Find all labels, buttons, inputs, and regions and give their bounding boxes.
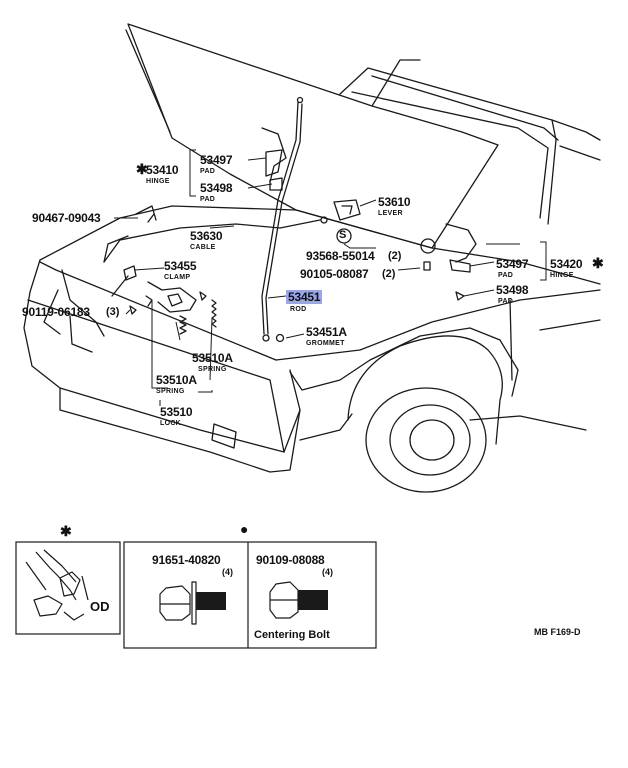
part-qty-91651-40820: (4) xyxy=(222,567,233,577)
figure-code: MB F169-D xyxy=(534,627,581,637)
part-number-53510A-upper[interactable]: 53510A xyxy=(192,351,233,365)
part-number-90119-06183[interactable]: 90119-06183 xyxy=(22,305,90,319)
part-number-53451A[interactable]: 53451A xyxy=(306,325,347,339)
part-number-53630[interactable]: 53630 xyxy=(190,229,223,243)
part-number-53455[interactable]: 53455 xyxy=(164,259,197,273)
part-name-pad-left-mid: PAD xyxy=(200,196,216,203)
part-number-53510A-lower[interactable]: 53510A xyxy=(156,373,197,387)
centering-bolt-caption: Centering Bolt xyxy=(254,629,330,641)
part-number-53497-left[interactable]: 53497 xyxy=(200,153,233,167)
part-name-hinge-left: HINGE xyxy=(146,178,170,185)
part-name-hinge-right: HINGE xyxy=(550,272,574,279)
part-name-lever: LEVER xyxy=(378,210,403,217)
asterisk-detail-mark: ✱ xyxy=(60,523,72,539)
od-label: OD xyxy=(90,599,110,614)
part-number-53610[interactable]: 53610 xyxy=(378,195,411,209)
part-qty-90119-06183: (3) xyxy=(106,306,120,318)
part-name-cable: CABLE xyxy=(190,244,216,251)
part-qty-90109-08088: (4) xyxy=(322,567,333,577)
part-qty-93568-55014: (2) xyxy=(388,250,402,262)
part-name-rod: ROD xyxy=(290,306,307,313)
part-name-spring-lower: SPRING xyxy=(156,388,185,395)
part-name-pad-left-top: PAD xyxy=(200,168,216,175)
part-name-lock: LOCK xyxy=(160,420,182,427)
part-number-53420[interactable]: 53420 xyxy=(550,257,583,271)
hinge-asterisk-right: ✱ xyxy=(592,255,604,271)
part-name-pad-right-top: PAD xyxy=(498,272,514,279)
part-name-clamp: CLAMP xyxy=(164,274,191,281)
part-number-53510[interactable]: 53510 xyxy=(160,405,193,419)
part-name-grommet: GROMMET xyxy=(306,340,345,347)
part-name-spring-upper: SPRING xyxy=(198,366,227,373)
part-number-93568-55014[interactable]: 93568-55014 xyxy=(306,249,375,263)
part-number-90467-09043[interactable]: 90467-09043 xyxy=(32,211,101,225)
part-qty-90105-08087: (2) xyxy=(382,268,396,280)
part-name-pad-right-low: PAD xyxy=(498,298,514,305)
s-marker: S xyxy=(339,229,347,241)
part-number-90109-08088[interactable]: 90109-08088 xyxy=(256,553,325,567)
circle-detail-mark: ● xyxy=(240,521,249,537)
part-number-53498-left[interactable]: 53498 xyxy=(200,181,233,195)
part-number-90105-08087[interactable]: 90105-08087 xyxy=(300,267,369,281)
part-number-53410[interactable]: 53410 xyxy=(146,163,179,177)
part-number-53451-highlighted[interactable]: 53451 xyxy=(286,290,323,304)
part-number-53497-right[interactable]: 53497 xyxy=(496,257,529,271)
part-number-53498-right[interactable]: 53498 xyxy=(496,283,529,297)
hinge-asterisk-left: ✱ xyxy=(136,161,148,177)
part-number-91651-40820[interactable]: 91651-40820 xyxy=(152,553,221,567)
